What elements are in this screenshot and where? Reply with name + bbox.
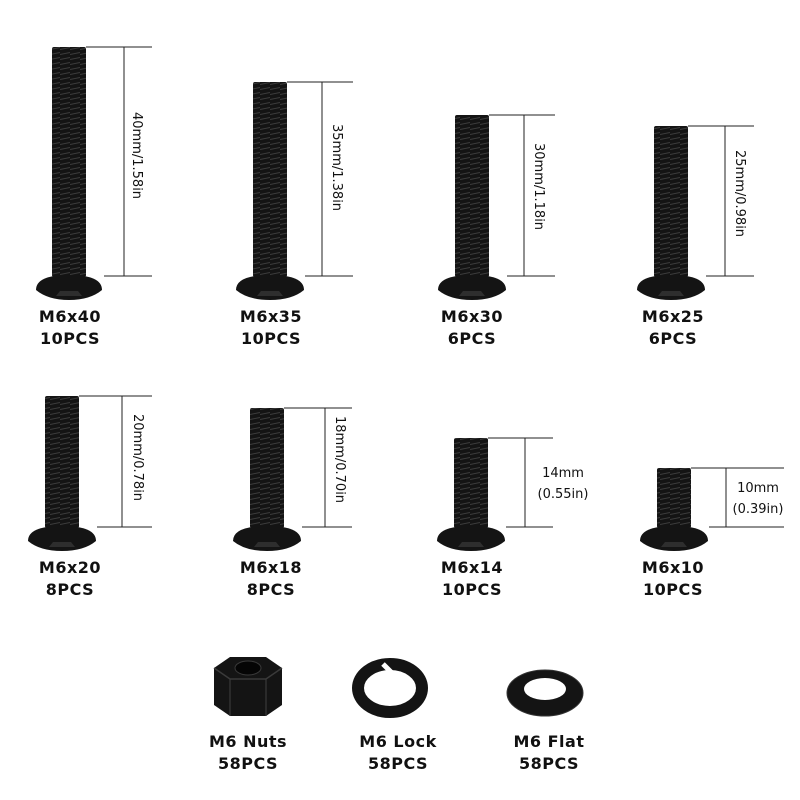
screw-m6x25 (637, 125, 754, 300)
dimension-label: 20mm/0.78in (130, 414, 145, 502)
screw-label: M6x30 6PCS (402, 306, 542, 350)
hardware-qty: 58PCS (217, 754, 279, 773)
hardware-label: M6 Nuts 58PCS (178, 731, 318, 775)
hardware-label: M6 Lock 58PCS (328, 731, 468, 775)
dimension-label: 18mm/0.70in (332, 416, 347, 504)
screw-size: M6x25 (641, 307, 705, 326)
screw-qty: 10PCS (240, 329, 302, 348)
screw-label: M6x10 10PCS (603, 557, 743, 601)
screw-label: M6x35 10PCS (201, 306, 341, 350)
screw-label: M6x14 10PCS (402, 557, 542, 601)
dimension-label: 14mm (0.55in) (537, 466, 589, 502)
screw-size: M6x20 (38, 558, 102, 577)
screw-qty: 10PCS (642, 580, 704, 599)
screw-size: M6x10 (641, 558, 705, 577)
screw-qty: 8PCS (246, 580, 296, 599)
dimension-label: 30mm/1.18in (531, 143, 546, 231)
screw-label: M6x18 8PCS (201, 557, 341, 601)
hardware-qty: 58PCS (367, 754, 429, 773)
screw-label: M6x40 10PCS (0, 306, 140, 350)
screw-label: M6x25 6PCS (603, 306, 743, 350)
screw-size: M6x14 (440, 558, 504, 577)
screw-m6x35 (236, 81, 353, 300)
hardware-name: M6 Flat (513, 732, 585, 751)
screw-size: M6x30 (440, 307, 504, 326)
dimension-label: 40mm/1.58in (129, 112, 144, 200)
screw-label: M6x20 8PCS (0, 557, 140, 601)
dimension-label: 25mm/0.98in (732, 150, 747, 238)
hardware-qty: 58PCS (518, 754, 580, 773)
screw-size: M6x18 (239, 558, 303, 577)
screw-size: M6x40 (38, 307, 102, 326)
flat-washer-icon (506, 669, 584, 717)
screw-qty: 8PCS (45, 580, 95, 599)
dimension-label: 10mm (0.39in) (732, 481, 784, 517)
lock-washer-icon (352, 658, 428, 718)
screw-m6x10 (640, 467, 784, 551)
screw-qty: 10PCS (39, 329, 101, 348)
hardware-name: M6 Lock (359, 732, 437, 751)
hex-nut-icon (213, 657, 283, 716)
screw-size: M6x35 (239, 307, 303, 326)
screw-m6x18 (233, 407, 352, 551)
dimension-label: 35mm/1.38in (329, 124, 344, 212)
screw-m6x14 (437, 437, 553, 551)
screw-qty: 10PCS (441, 580, 503, 599)
screw-m6x30 (438, 114, 555, 300)
screw-m6x40 (36, 46, 152, 300)
hardware-label: M6 Flat 58PCS (479, 731, 619, 775)
screw-qty: 6PCS (648, 329, 698, 348)
screw-m6x20 (28, 395, 152, 551)
hardware-name: M6 Nuts (208, 732, 288, 751)
screw-qty: 6PCS (447, 329, 497, 348)
